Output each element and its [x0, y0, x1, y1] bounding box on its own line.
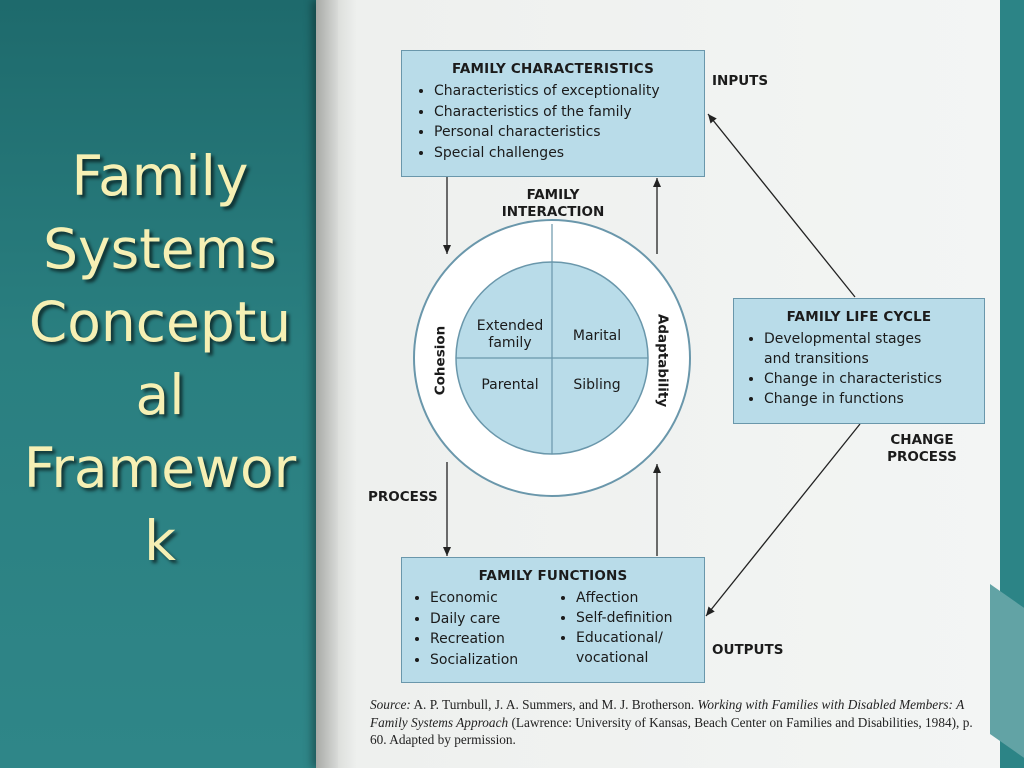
slide-title: Family Systems Conceptu al Framewor k — [10, 140, 310, 578]
list-item: Recreation — [430, 629, 570, 650]
book-spine — [316, 0, 338, 768]
source-authors: A. P. Turnbull, J. A. Summers, and M. J.… — [413, 697, 695, 712]
list-item: Self-definition — [576, 608, 726, 628]
adaptability-label: Adaptability — [654, 313, 671, 408]
list-item: Special challenges — [434, 143, 704, 164]
extended-family-line2: family — [488, 335, 532, 351]
functions-item-educational-cont: vocational — [576, 650, 649, 666]
title-line: Framewor — [23, 436, 297, 500]
list-item: Economic — [430, 588, 570, 609]
extended-family-label: Extended family — [470, 318, 550, 352]
title-line: al — [135, 363, 185, 427]
family-functions-left-list: Economic Daily care Recreation Socializa… — [402, 588, 570, 670]
life-cycle-item-0-cont: and transitions — [764, 351, 869, 367]
family-characteristics-list: Characteristics of exceptionality Charac… — [402, 81, 704, 163]
change-process-label: CHANGE PROCESS — [872, 432, 972, 466]
source-citation: Source: A. P. Turnbull, J. A. Summers, a… — [370, 696, 986, 749]
change-process-line1: CHANGE — [890, 432, 954, 448]
life-cycle-item-0: Developmental stages — [764, 331, 922, 347]
list-item: Socialization — [430, 650, 570, 671]
title-line: Systems — [43, 217, 277, 281]
title-line: Conceptu — [28, 290, 292, 354]
family-interaction-line2: INTERACTION — [501, 204, 605, 220]
family-characteristics-title: FAMILY CHARACTERISTICS — [451, 61, 655, 77]
list-item: Daily care — [430, 609, 570, 630]
list-item: Change in functions — [764, 389, 984, 409]
source-publisher: (Lawrence: University of Kansas, Beach C… — [370, 714, 973, 748]
family-interaction-line1: FAMILY — [526, 187, 580, 203]
change-process-line2: PROCESS — [887, 449, 957, 465]
cohesion-label: Cohesion — [432, 325, 449, 396]
family-life-cycle-list: Developmental stages and transitions Cha… — [734, 329, 984, 409]
family-functions-right-list: Affection Self-definition Educational/ v… — [552, 588, 726, 668]
list-item: Personal characteristics — [434, 122, 704, 143]
outputs-label: OUTPUTS — [712, 642, 784, 658]
list-item: Developmental stages and transitions — [764, 329, 984, 369]
title-line: Family — [71, 144, 249, 208]
family-life-cycle-box: FAMILY LIFE CYCLE Developmental stages a… — [733, 298, 985, 424]
inputs-label: INPUTS — [712, 73, 769, 89]
list-item: Affection — [576, 588, 726, 608]
process-label: PROCESS — [368, 489, 438, 505]
family-characteristics-box: FAMILY CHARACTERISTICS Characteristics o… — [401, 50, 705, 177]
arrow-lifecycle-to-functions — [705, 423, 861, 617]
list-item: Characteristics of exceptionality — [434, 81, 704, 102]
title-line: k — [144, 509, 176, 573]
sibling-label: Sibling — [573, 377, 621, 393]
marital-label: Marital — [572, 328, 622, 344]
list-item: Change in characteristics — [764, 369, 984, 389]
family-life-cycle-title: FAMILY LIFE CYCLE — [786, 309, 932, 325]
list-item: Educational/ vocational — [576, 628, 726, 668]
arrow-lifecycle-to-characteristics — [707, 113, 856, 298]
functions-item-educational: Educational/ — [576, 630, 663, 646]
family-functions-box: FAMILY FUNCTIONS Economic Daily care Rec… — [401, 557, 705, 683]
family-interaction-label: FAMILY INTERACTION — [488, 187, 618, 221]
extended-family-line1: Extended — [476, 318, 544, 334]
list-item: Characteristics of the family — [434, 102, 704, 123]
parental-label: Parental — [481, 377, 539, 393]
source-book-title: Working with Families with Disabled Memb… — [370, 697, 964, 730]
family-functions-title: FAMILY FUNCTIONS — [478, 568, 628, 584]
source-label: Source: — [370, 697, 411, 712]
